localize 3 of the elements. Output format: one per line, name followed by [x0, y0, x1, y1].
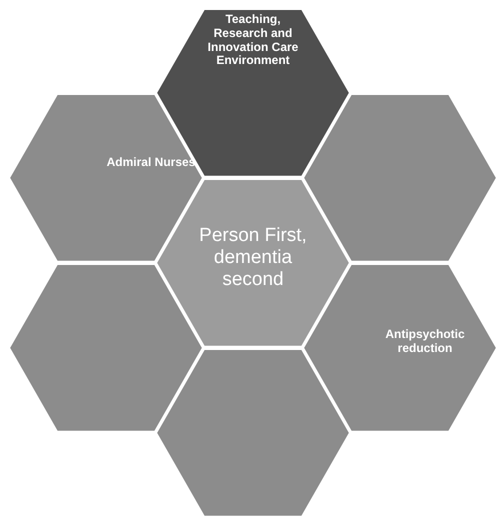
hexagon-label: Antipsychotic reduction — [384, 328, 466, 356]
hexagon-label: Teaching, Research and Innovation Care Environment — [206, 12, 300, 68]
center-label: Person First, dementia second — [198, 224, 308, 291]
